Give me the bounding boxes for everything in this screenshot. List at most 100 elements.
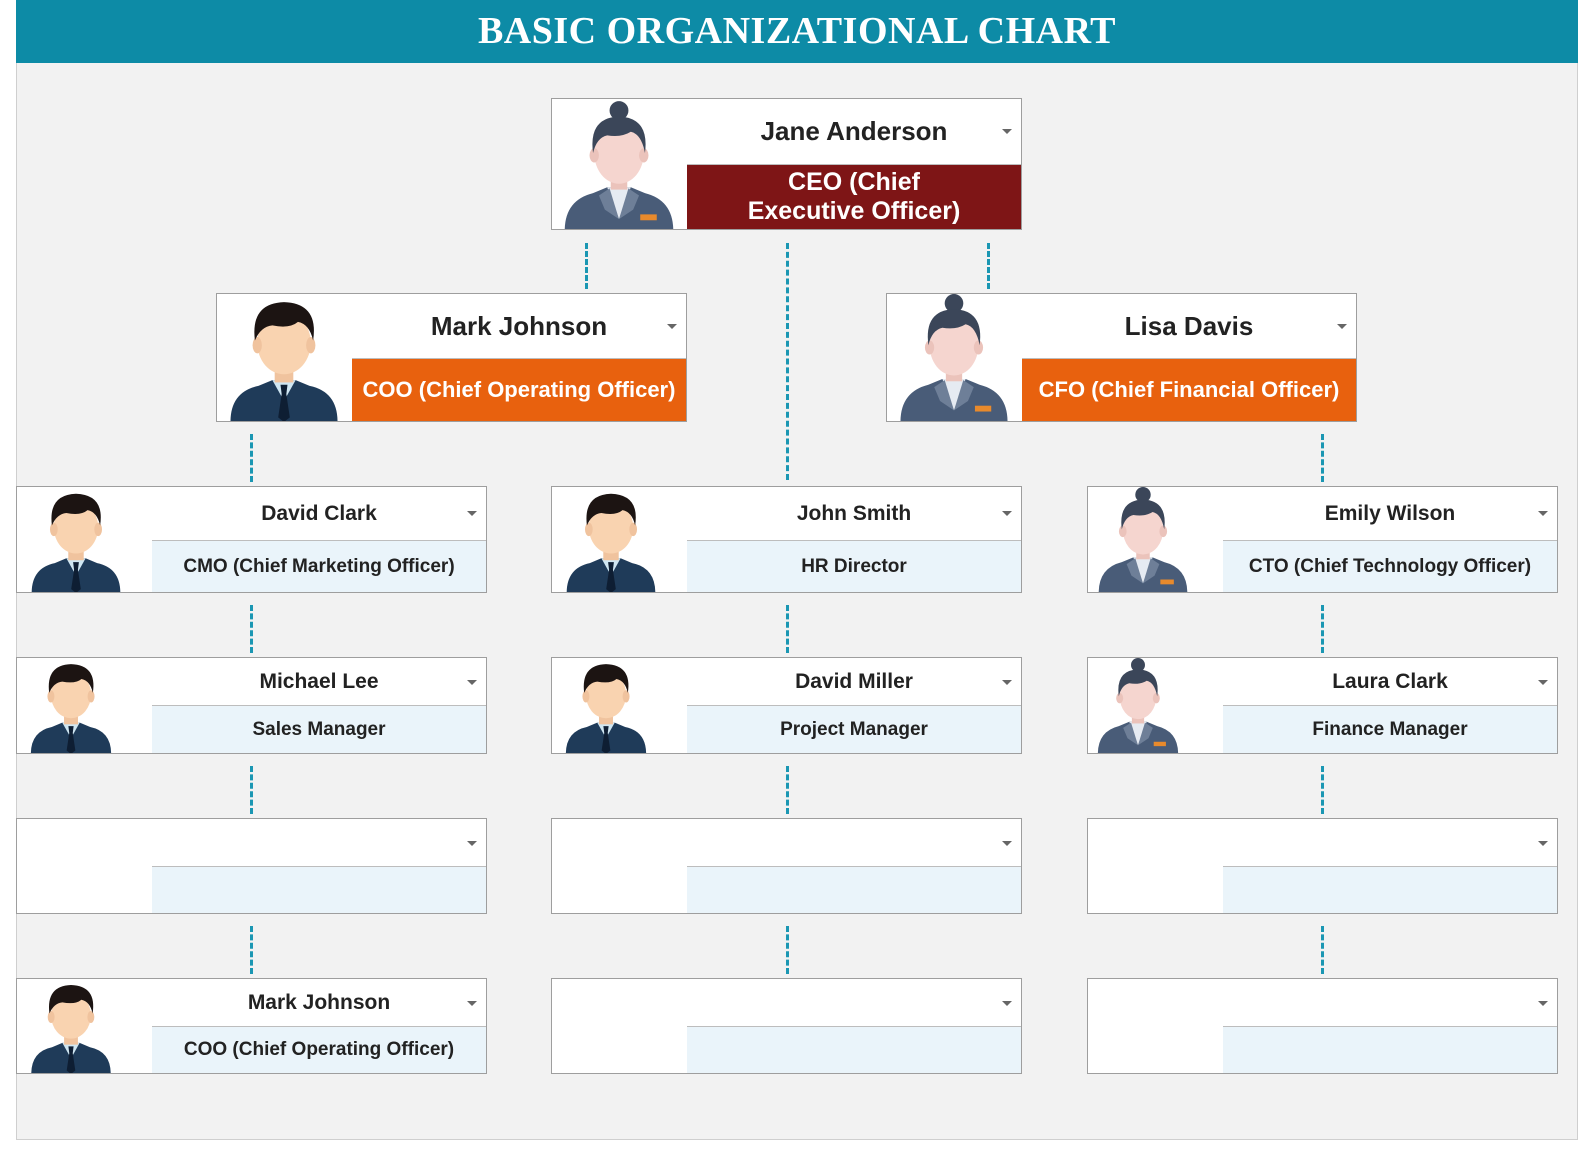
page-title: BASIC ORGANIZATIONAL CHART [16, 0, 1578, 63]
role-text: HR Director [801, 555, 907, 577]
name-field-cfo[interactable]: Lisa Davis [1022, 294, 1356, 359]
dropdown-arrow-icon[interactable] [1002, 129, 1012, 134]
connector-col1-r3 [250, 926, 253, 974]
role-text: CFO (Chief Financial Officer) [1038, 377, 1340, 403]
connector-ceo-coo [585, 243, 588, 289]
card-col3-row2[interactable]: Laura Clark Finance Manager [1087, 657, 1558, 754]
dropdown-arrow-icon[interactable] [1538, 511, 1548, 516]
name-field[interactable]: Michael Lee [152, 658, 486, 706]
role-field: COO (Chief Operating Officer) [152, 1027, 486, 1073]
name-field[interactable]: David Clark [152, 487, 486, 541]
role-text: Finance Manager [1312, 718, 1468, 740]
name-field[interactable]: John Smith [687, 487, 1021, 541]
dropdown-arrow-icon[interactable] [467, 511, 477, 516]
connector-col1-r1 [250, 605, 253, 653]
photo [17, 487, 153, 592]
name-text: Mark Johnson [247, 990, 391, 1014]
role-field: Project Manager [687, 706, 1021, 753]
dropdown-arrow-icon[interactable] [467, 841, 477, 846]
male-avatar-icon [562, 658, 650, 754]
connector-ceo-cfo [987, 243, 990, 289]
dropdown-arrow-icon[interactable] [667, 324, 677, 329]
card-col1-row3[interactable] [16, 818, 487, 914]
connector-col2-r2 [786, 766, 789, 814]
photo-ceo [552, 99, 688, 229]
photo [17, 979, 153, 1073]
female-avatar-icon [895, 294, 1013, 422]
name-text: John Smith [796, 501, 912, 525]
role-field-ceo: CEO (Chief Executive Officer) [687, 165, 1021, 229]
name-field[interactable]: Mark Johnson [152, 979, 486, 1027]
card-col2-row4[interactable] [551, 978, 1022, 1074]
female-avatar-icon [1094, 658, 1182, 754]
name-field[interactable]: David Miller [687, 658, 1021, 706]
photo [552, 658, 688, 753]
connector-col3-r1 [1321, 605, 1324, 653]
dropdown-arrow-icon[interactable] [467, 1001, 477, 1006]
connector-col3-r3 [1321, 926, 1324, 974]
connector-col3-r2 [1321, 766, 1324, 814]
name-field[interactable]: Emily Wilson [1223, 487, 1557, 541]
name-field[interactable] [1223, 819, 1557, 867]
name-field[interactable] [687, 979, 1021, 1027]
role-text: CTO (Chief Technology Officer) [1248, 555, 1532, 577]
card-col2-row2[interactable]: David Miller Project Manager [551, 657, 1022, 754]
photo-coo [217, 294, 353, 421]
card-col3-row3[interactable] [1087, 818, 1558, 914]
role-field: Finance Manager [1223, 706, 1557, 753]
photo [1088, 658, 1224, 753]
photo-empty [17, 819, 153, 913]
connector-col2-r3 [786, 926, 789, 974]
dropdown-arrow-icon[interactable] [1002, 680, 1012, 685]
connector-coo-col1 [250, 434, 253, 482]
photo-empty [1088, 979, 1224, 1073]
connector-col2-r1 [786, 605, 789, 653]
photo-empty [552, 819, 688, 913]
dropdown-arrow-icon[interactable] [1337, 324, 1347, 329]
role-field: CMO (Chief Marketing Officer) [152, 541, 486, 592]
connector-ceo-center [786, 243, 789, 480]
photo-cfo [887, 294, 1023, 421]
name-field-coo[interactable]: Mark Johnson [352, 294, 686, 359]
role-text: CMO (Chief Marketing Officer) [183, 555, 455, 577]
role-field [152, 867, 486, 913]
dropdown-arrow-icon[interactable] [467, 680, 477, 685]
card-col1-row1[interactable]: David Clark CMO (Chief Marketing Officer… [16, 486, 487, 593]
dropdown-arrow-icon[interactable] [1538, 680, 1548, 685]
name-field[interactable] [152, 819, 486, 867]
male-avatar-icon [27, 979, 115, 1074]
male-avatar-icon [27, 487, 125, 593]
name-field-ceo[interactable]: Jane Anderson [687, 99, 1021, 165]
dropdown-arrow-icon[interactable] [1538, 841, 1548, 846]
name-text: David Miller [795, 669, 913, 693]
card-coo[interactable]: Mark Johnson COO (Chief Operating Office… [216, 293, 687, 422]
dropdown-arrow-icon[interactable] [1002, 841, 1012, 846]
role-text: COO (Chief Operating Officer) [362, 377, 676, 403]
role-field [687, 867, 1021, 913]
photo-empty [552, 979, 688, 1073]
name-text: Emily Wilson [1324, 501, 1456, 525]
male-avatar-icon [27, 658, 115, 754]
card-col2-row3[interactable] [551, 818, 1022, 914]
name-text: Jane Anderson [760, 116, 948, 146]
card-ceo[interactable]: Jane Anderson CEO (Chief Executive Offic… [551, 98, 1022, 230]
card-col3-row4[interactable] [1087, 978, 1558, 1074]
name-field[interactable]: Laura Clark [1223, 658, 1557, 706]
role-field: CTO (Chief Technology Officer) [1223, 541, 1557, 592]
role-field [1223, 1027, 1557, 1073]
dropdown-arrow-icon[interactable] [1002, 1001, 1012, 1006]
card-col1-row4[interactable]: Mark Johnson COO (Chief Operating Office… [16, 978, 487, 1074]
role-text: CEO (Chief Executive Officer) [747, 168, 961, 225]
name-field[interactable] [687, 819, 1021, 867]
dropdown-arrow-icon[interactable] [1538, 1001, 1548, 1006]
name-text: Lisa Davis [1124, 310, 1254, 341]
male-avatar-icon [225, 294, 343, 422]
female-avatar-icon [1094, 487, 1192, 593]
role-field-cfo: CFO (Chief Financial Officer) [1022, 359, 1356, 421]
card-col3-row1[interactable]: Emily Wilson CTO (Chief Technology Offic… [1087, 486, 1558, 593]
dropdown-arrow-icon[interactable] [1002, 511, 1012, 516]
name-field[interactable] [1223, 979, 1557, 1027]
card-col2-row1[interactable]: John Smith HR Director [551, 486, 1022, 593]
card-cfo[interactable]: Lisa Davis CFO (Chief Financial Officer) [886, 293, 1357, 422]
card-col1-row2[interactable]: Michael Lee Sales Manager [16, 657, 487, 754]
